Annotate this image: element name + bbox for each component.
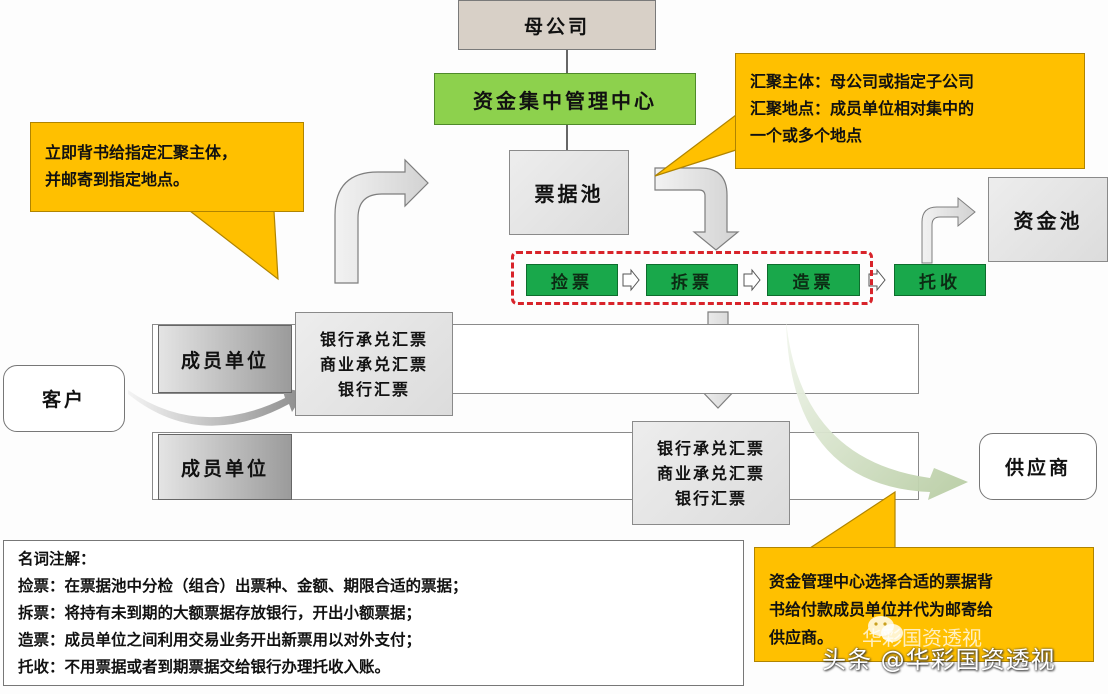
bill-type: 银行汇票: [337, 379, 410, 399]
callout-supplier-payment: 资金管理中心选择合适的票据背 书给付款成员单位并代为邮寄给 供应商。: [754, 547, 1094, 662]
bent-arrow-collection-fund: [921, 196, 976, 264]
callout-line: 汇聚主体：母公司或指定子公司: [750, 72, 975, 91]
step-collection: 托收: [894, 264, 986, 296]
step-chevron: [622, 268, 886, 292]
process-frame: [511, 251, 873, 305]
step-split-bills: 拆票: [646, 264, 738, 296]
glossary-item: 托收：不用票据或者到期票据交给银行办理托收入账。: [18, 657, 391, 676]
customer-node: 客户: [3, 365, 125, 432]
bent-arrow-up-right: [334, 158, 429, 284]
callout-line: 并邮寄到指定地点。: [45, 170, 190, 189]
callout-line: 立即背书给指定汇聚主体，: [45, 143, 238, 162]
parent-company-node: 母公司: [458, 0, 656, 50]
callout-aggregation: 汇聚主体：母公司或指定子公司 汇聚地点：成员单位相对集中的 一个或多个地点: [735, 53, 1085, 169]
callout-endorse: 立即背书给指定汇聚主体， 并邮寄到指定地点。: [30, 122, 304, 212]
bent-arrow-right-down: [654, 167, 740, 251]
bill-type: 商业承兑汇票: [656, 463, 765, 483]
fund-center-node: 资金集中管理中心: [434, 73, 696, 125]
bill-types-doc-1: 银行承兑汇票 商业承兑汇票 银行汇票: [295, 312, 453, 416]
callout-line: 汇聚地点：成员单位相对集中的: [750, 99, 975, 118]
callout-line: 供应商。: [769, 628, 834, 647]
bill-type: 银行承兑汇票: [656, 438, 765, 458]
member-unit-1: 成员单位: [158, 325, 292, 393]
glossary-box: 名词注解： 捡票：在票据池中分检（组合）出票种、金额、期限合适的票据； 拆票：将…: [3, 540, 744, 686]
bill-type: 商业承兑汇票: [319, 354, 428, 374]
callout-left-tail: [188, 210, 279, 281]
glossary-item: 造票：成员单位之间利用交易业务开出新票用以对外支付；: [18, 630, 422, 649]
watermark-faint-text: 华彩国资透视: [862, 626, 982, 650]
bill-pool-node: 票据池: [509, 150, 629, 235]
glossary-title: 名词注解：: [18, 549, 96, 568]
callout-line: 一个或多个地点: [750, 126, 863, 145]
callout-right-tail: [654, 113, 737, 177]
callout-bottom-tail: [807, 490, 896, 549]
step-pick-bills: 捡票: [526, 264, 618, 296]
watermark-text: 头条 @华彩国资透视: [822, 646, 1056, 674]
supplier-node: 供应商: [979, 433, 1097, 500]
curved-arrow-customer-to-bills: [128, 388, 305, 426]
wechat-icon: [868, 616, 903, 642]
callout-line: 书给付款成员单位并代为邮寄给: [769, 600, 994, 619]
curved-arrow-to-supplier: [786, 320, 968, 500]
step-create-bills: 造票: [767, 264, 860, 296]
glossary-item: 捡票：在票据池中分检（组合）出票种、金额、期限合适的票据；: [18, 576, 468, 595]
fund-pool-node: 资金池: [988, 177, 1108, 262]
callout-line: 资金管理中心选择合适的票据背: [769, 572, 994, 591]
bill-type: 银行承兑汇票: [319, 329, 428, 349]
bill-types-doc-2: 银行承兑汇票 商业承兑汇票 银行汇票: [632, 421, 790, 525]
member-unit-2: 成员单位: [158, 434, 292, 500]
glossary-item: 拆票：将持有未到期的大额票据存放银行，开出小额票据；: [18, 603, 422, 622]
bill-type: 银行汇票: [674, 488, 747, 508]
